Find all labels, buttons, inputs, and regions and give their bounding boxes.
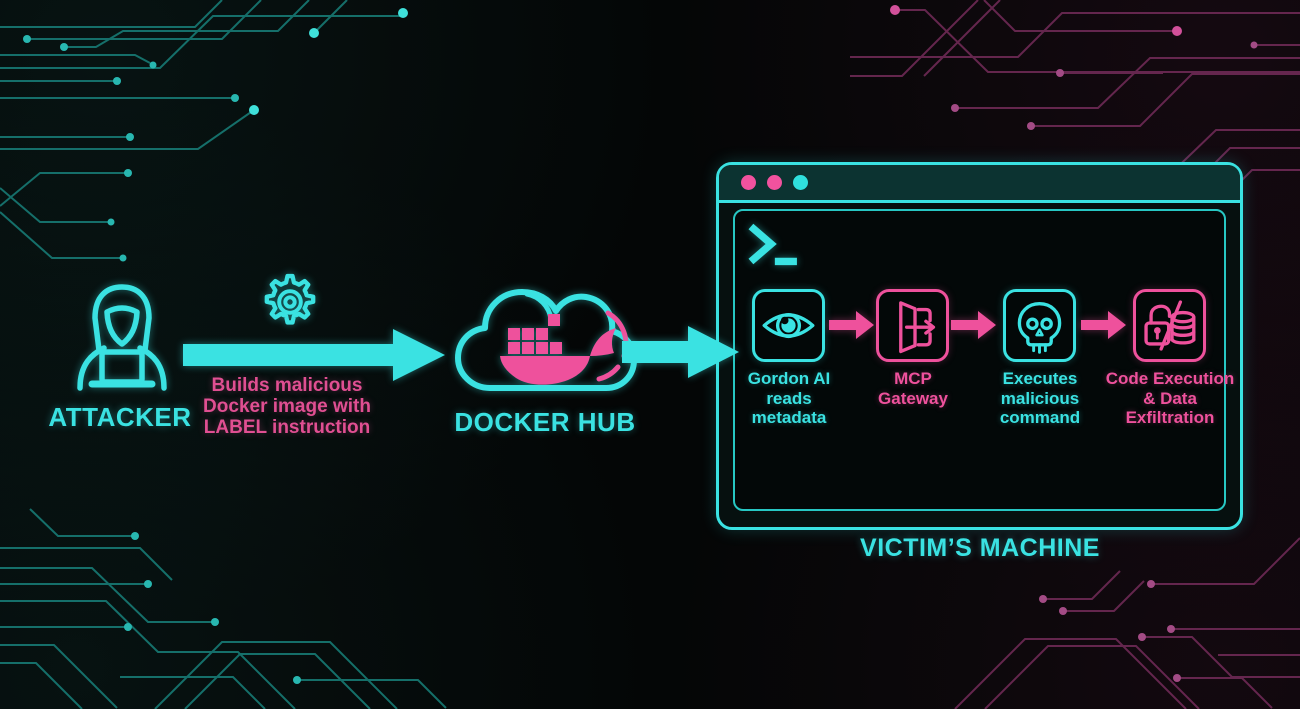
circuit-bottom-left	[0, 508, 447, 709]
step-label-line: malicious	[1000, 388, 1080, 408]
step-icon-executes-command	[1003, 289, 1076, 362]
step-arrow	[951, 311, 996, 339]
circuit-bottom-left-dots	[124, 532, 301, 684]
terminal-prompt-icon	[748, 223, 797, 266]
step-label-executes-command: Executes malicious command	[975, 369, 1105, 428]
eye-icon	[762, 312, 815, 339]
step-label-exfiltration: Code Execution & Data Exfiltration	[1105, 369, 1235, 428]
build-step-caption: Builds malicious Docker image with LABEL…	[192, 375, 382, 438]
hooded-hacker-laptop-icon	[77, 284, 167, 391]
caption-line: LABEL instruction	[203, 417, 371, 438]
victim-machine-window: Gordon AI reads metadata MCP Gateway Exe…	[716, 162, 1243, 530]
gear-icon	[264, 273, 316, 325]
window-dot	[793, 175, 808, 190]
victim-machine-label: VICTIM’S MACHINE	[860, 534, 1100, 562]
cloud-docker-whale-icon	[455, 289, 637, 391]
step-label-gordon-ai: Gordon AI reads metadata	[724, 369, 854, 428]
step-icon-exfiltration	[1133, 289, 1206, 362]
attacker-label: ATTACKER	[48, 402, 192, 432]
unlocked-padlock-database-icon	[1144, 300, 1196, 351]
step-arrow	[1081, 311, 1126, 339]
step-label-line: Gateway	[878, 388, 948, 408]
window-titlebar	[719, 165, 1240, 203]
window-dot	[741, 175, 756, 190]
step-label-line: Executes	[1002, 369, 1078, 388]
step-label-mcp-gateway: MCP Gateway	[848, 369, 978, 408]
step-label-line: MCP	[894, 369, 932, 388]
step-icon-mcp-gateway	[876, 289, 949, 362]
step-icon-gordon-ai	[752, 289, 825, 362]
step-label-line: Gordon AI	[747, 369, 831, 388]
terminal-panel: Gordon AI reads metadata MCP Gateway Exe…	[733, 209, 1234, 511]
step-label-line: Code Execution	[1105, 369, 1235, 388]
circuit-top-left-dots	[23, 8, 408, 262]
docker-whale-icon	[500, 314, 616, 385]
step-label-line: Exfiltration	[1125, 408, 1215, 427]
circuit-top-left	[0, 0, 400, 259]
skull-icon	[1017, 302, 1062, 354]
flow-arrow-dockerhub-to-victim	[622, 326, 739, 378]
caption-line: Docker image with	[203, 396, 371, 417]
step-arrow	[829, 311, 874, 339]
step-label-line: command	[999, 408, 1081, 427]
caption-line: Builds malicious	[211, 375, 363, 396]
circuit-bottom-right-dots	[1039, 580, 1181, 682]
window-dot	[767, 175, 782, 190]
flow-arrow-attacker-to-dockerhub	[183, 329, 445, 381]
step-label-line: reads	[766, 388, 812, 408]
step-label-line: metadata	[751, 408, 827, 427]
gateway-door-arrow-icon	[899, 301, 936, 354]
circuit-bottom-right	[954, 537, 1300, 709]
step-label-line: & Data	[1143, 388, 1197, 408]
docker-hub-label: DOCKER HUB	[454, 407, 636, 437]
